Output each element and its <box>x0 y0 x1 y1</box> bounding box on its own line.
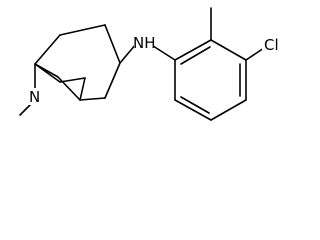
bond-c5-c6 <box>79 97 106 101</box>
bond-ar5-ar6-inner <box>180 96 210 114</box>
molecule-diagram: NH N Cl <box>0 0 290 126</box>
n-bridge-label: N <box>29 88 40 106</box>
structure-svg: NH N Cl <box>19 7 284 121</box>
bond-c7-c6 <box>79 77 86 101</box>
bond-c6-n <box>57 76 81 101</box>
bond-c3-c4 <box>104 24 121 64</box>
bond-c1-c2 <box>34 34 61 65</box>
bond-c4-nh <box>119 43 137 64</box>
bond-ar1-ar2 <box>174 39 212 61</box>
n-bridge-label-bg <box>29 88 42 105</box>
bond-c1-bridge <box>34 63 61 83</box>
cl-label: Cl <box>264 36 279 54</box>
bond-ar5-ar6 <box>174 99 212 121</box>
bond-ar2-ar3 <box>210 39 247 61</box>
cl-label-bg <box>262 36 284 54</box>
bond-bridge-c7 <box>59 77 86 83</box>
bond-ar3-cl <box>245 47 265 61</box>
nh-label-bg <box>134 33 154 51</box>
bond-ar4-ar5 <box>210 99 247 121</box>
bond-c2-c3 <box>59 24 106 36</box>
bond-c4-c5 <box>104 62 121 99</box>
bond-nh-aryl <box>149 43 176 61</box>
bond-ar1-ar2-inner <box>180 46 211 65</box>
nh-label: NH <box>133 34 156 52</box>
